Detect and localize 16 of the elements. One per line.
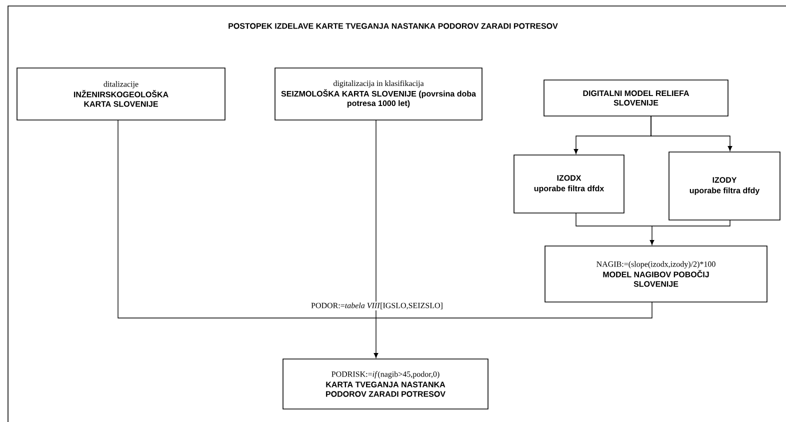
process-box: digitalizacija in klasifikacija SEIZMOLOŠKA KARTA SLOVENIJE (povrsina doba potresa 1000 let): [274, 68, 482, 120]
edge-label: PODOR:=tabela VIII[IGSLO,SEIZSLO]: [310, 302, 444, 310]
connector-line: [652, 220, 730, 226]
arrow: [374, 318, 378, 358]
connector-line: [576, 212, 652, 226]
connector-line: [376, 302, 652, 318]
process-box: IZODY uporabe filtra dfdy: [668, 152, 780, 220]
title: POSTOPEK IZDELAVE KARTE TVEGANJA NASTANKA PODOROV ZARADI POTRESOV: [228, 23, 558, 29]
connector-line: [118, 120, 376, 318]
process-box: IZODX uporabe filtra dfdx: [514, 154, 624, 214]
process-box: PODRISK:=if(nagib>45,podor,0) KARTA TVEGANJA NASTANKA PODOROV ZARADI POTRESOV: [282, 358, 488, 410]
process-box: ditalizacije INŽENIRSKOGEOLOŠKA KARTA SLOVENIJE: [16, 68, 226, 120]
arrow: [650, 226, 654, 246]
process-box: NAGIB:=(slope(izodx,izody)/2)*100 MODEL NAGIBOV POBOČIJ SLOVENIJE: [544, 246, 768, 302]
process-box: DIGITALNI MODEL RELIEFA SLOVENIJE: [544, 80, 728, 116]
arrow: [650, 116, 732, 152]
